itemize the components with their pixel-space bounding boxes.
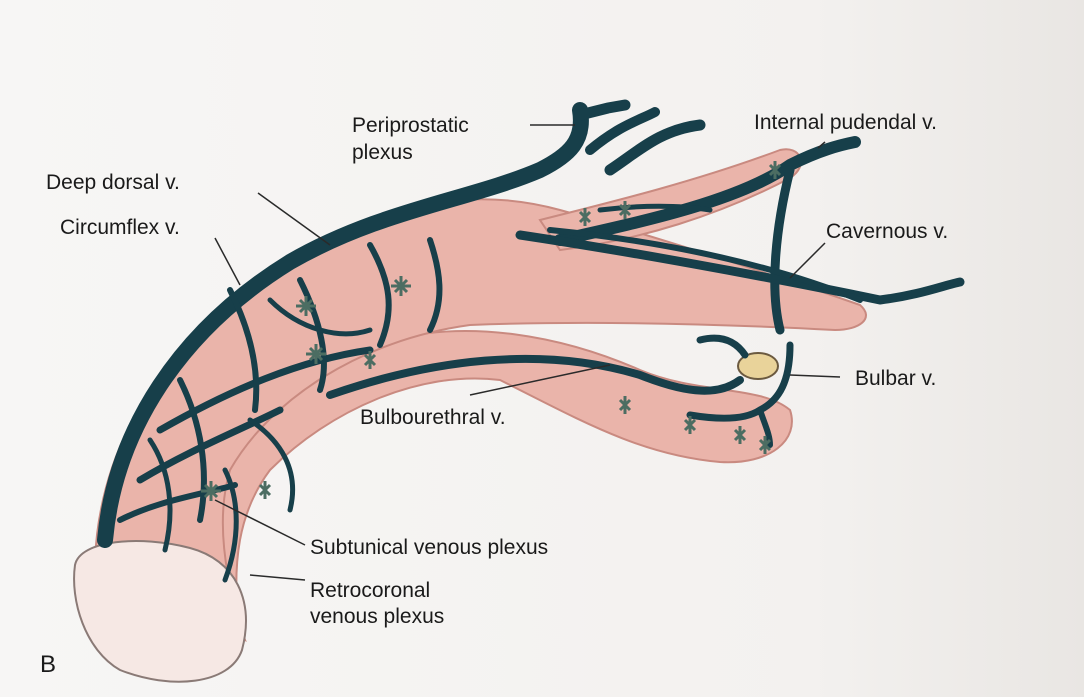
label-retrocoronal: Retrocoronal bbox=[310, 577, 430, 604]
label-retrocoronal-plexus: venous plexus bbox=[310, 603, 444, 630]
label-bulbourethral: Bulbourethral v. bbox=[360, 404, 506, 431]
label-circumflex: Circumflex v. bbox=[60, 214, 180, 241]
panel-letter: B bbox=[40, 651, 56, 678]
label-bulbar: Bulbar v. bbox=[855, 365, 936, 392]
label-cavernous: Cavernous v. bbox=[826, 218, 948, 245]
label-internal-pudendal: Internal pudendal v. bbox=[754, 109, 937, 136]
label-periprostatic-plexus: plexus bbox=[352, 139, 413, 166]
label-periprostatic: Periprostatic bbox=[352, 112, 469, 139]
label-deep-dorsal: Deep dorsal v. bbox=[46, 169, 180, 196]
label-subtunical: Subtunical venous plexus bbox=[310, 534, 548, 561]
glans bbox=[74, 541, 246, 682]
